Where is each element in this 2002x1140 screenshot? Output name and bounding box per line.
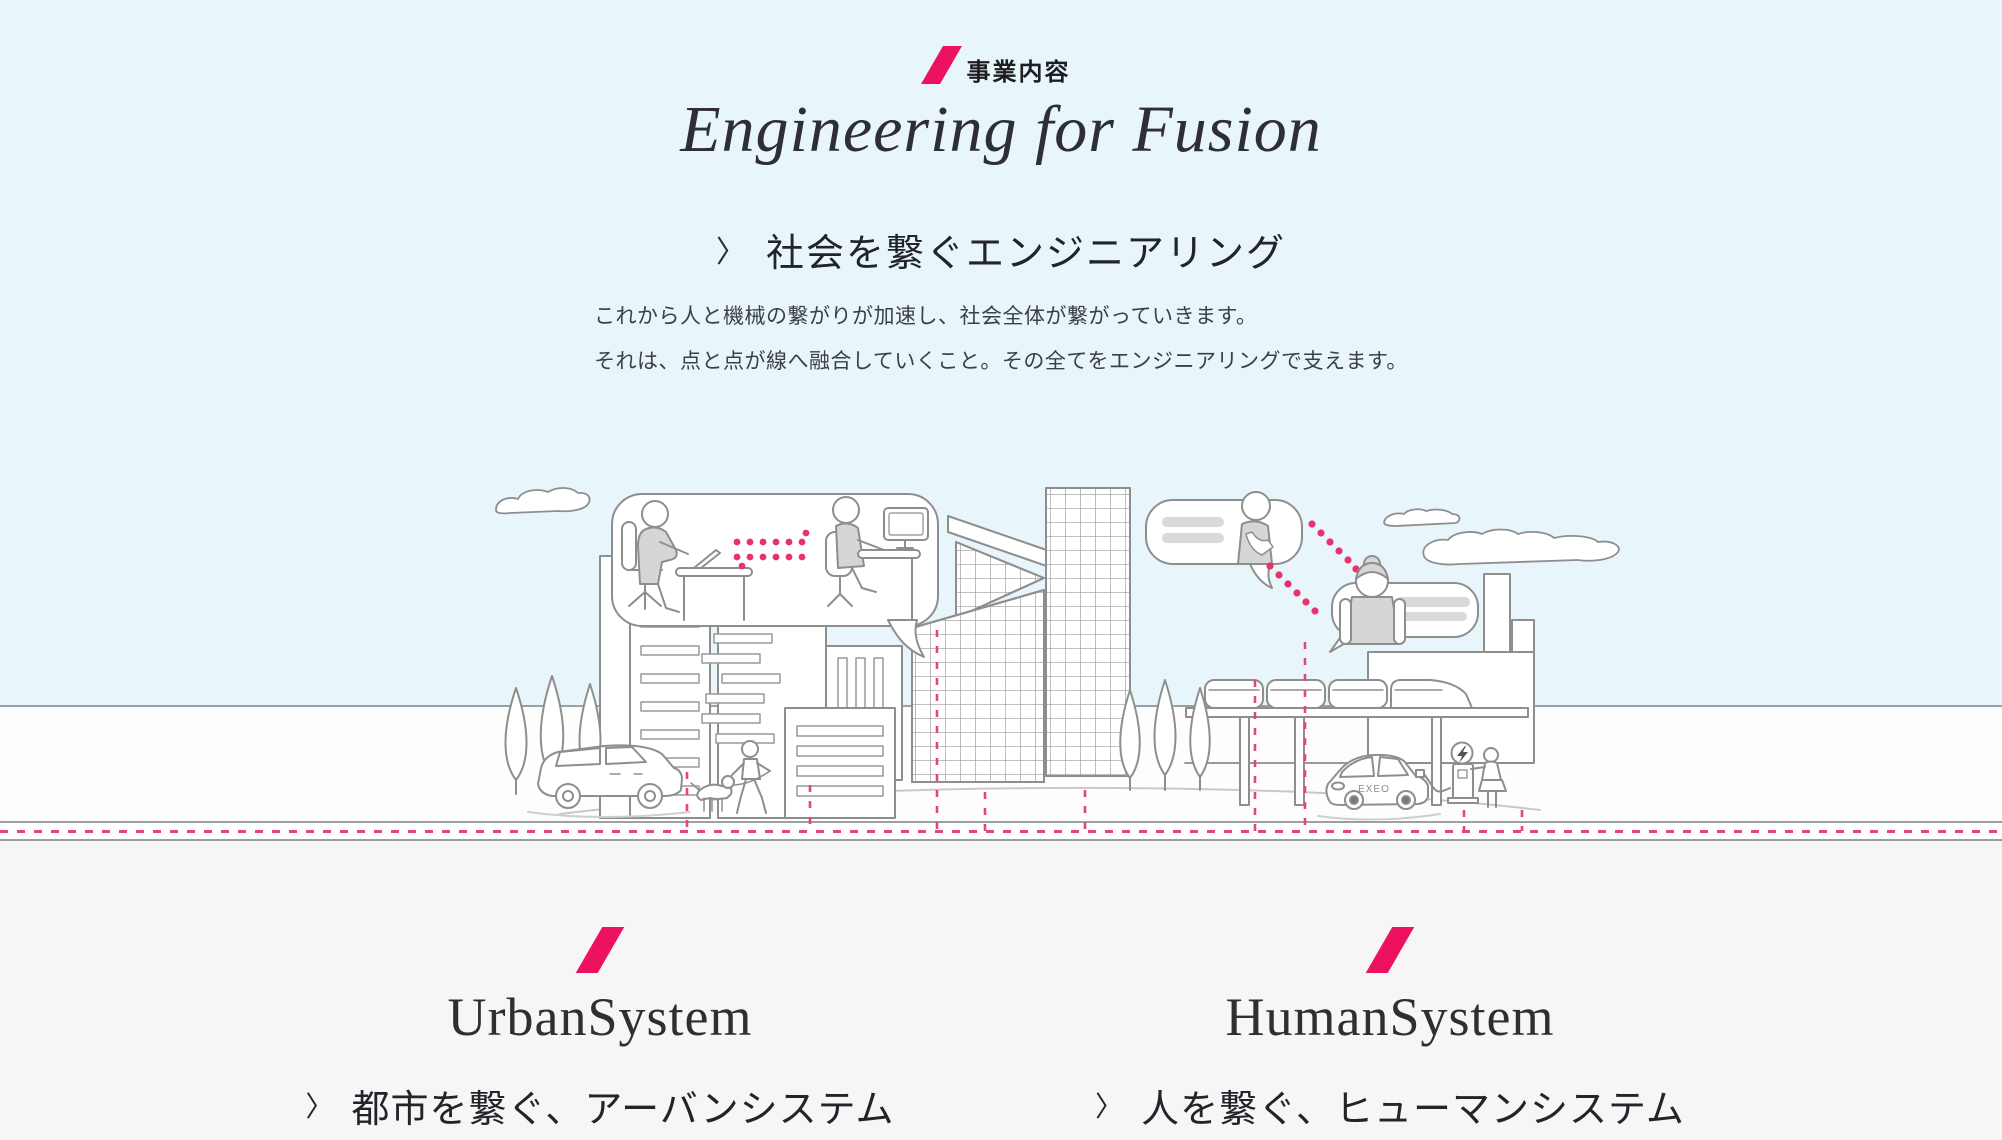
chevron-right-icon: 〉 [1095, 1092, 1124, 1124]
pink-slash-icon [1365, 927, 1415, 973]
section-label: 事業内容 [0, 46, 2002, 88]
lead-line-1: これから人と機械の繋がりが加速し、社会全体が繋がっていきます。 [594, 305, 1258, 328]
section-label-text: 事業内容 [966, 59, 1071, 87]
page-subtitle: 〉 社会を繋ぐエンジニアリング [0, 222, 2002, 277]
road-pink-dashed-line [0, 830, 2002, 833]
road-strip [0, 821, 2002, 841]
chevron-right-icon: 〉 [305, 1092, 334, 1124]
lead-paragraph: これから人と機械の繋がりが加速し、社会全体が繋がっていきます。 それは、点と点が… [0, 294, 2002, 384]
chevron-right-icon: 〉 [715, 235, 746, 269]
lead-line-2: それは、点と点が線へ融合していくこと。その全てをエンジニアリングで支えます。 [594, 350, 1408, 373]
urban-system-link[interactable]: UrbanSystem 〉 都市を繋ぐ、アーバンシステム [250, 927, 950, 1133]
urban-system-subtitle: 都市を繋ぐ、アーバンシステム [351, 1088, 895, 1131]
pink-slash-icon [920, 46, 962, 84]
pink-slash-icon [575, 927, 625, 973]
systems-section: UrbanSystem 〉 都市を繋ぐ、アーバンシステム HumanSystem… [0, 841, 2002, 1140]
ground-strip [0, 707, 2002, 821]
human-system-subtitle: 人を繋ぐ、ヒューマンシステム [1141, 1088, 1685, 1131]
page-title: Engineering for Fusion [680, 93, 1322, 166]
page-subtitle-text: 社会を繋ぐエンジニアリング [765, 233, 1286, 275]
human-system-title: HumanSystem [1225, 987, 1555, 1047]
urban-system-title: UrbanSystem [447, 987, 753, 1047]
human-system-link[interactable]: HumanSystem 〉 人を繋ぐ、ヒューマンシステム [1040, 927, 1740, 1133]
